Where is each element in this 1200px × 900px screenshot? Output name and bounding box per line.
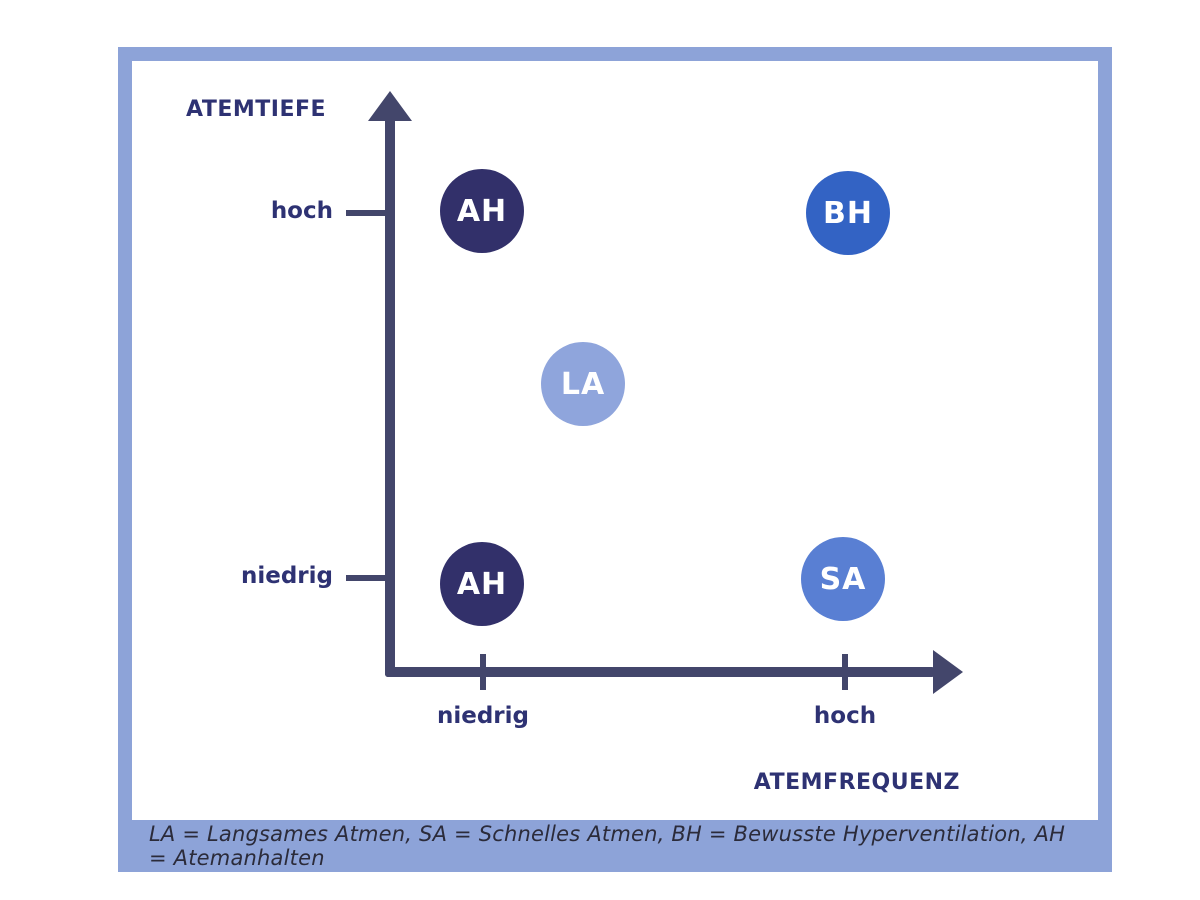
x-axis-title: ATEMFREQUENZ [753,770,960,795]
y-axis-line [385,115,395,677]
x-tick-niedrig [480,654,486,690]
x-axis-arrowhead [933,650,963,694]
data-point-label: LA [560,366,606,402]
x-tick-hoch [842,654,848,690]
data-point-sa: SA [801,537,885,621]
data-point-label: AH [456,566,508,602]
data-point-ah-bottom: AH [440,542,524,626]
y-tick-label-hoch: hoch [270,198,333,224]
x-tick-label-hoch: hoch [813,703,877,729]
data-point-label: BH [823,195,873,231]
y-tick-niedrig [346,575,388,581]
x-tick-label-niedrig: niedrig [436,703,529,729]
data-point-label: AH [456,193,508,229]
y-tick-label-niedrig: niedrig [240,563,333,589]
legend-note: LA = Langsames Atmen, SA = Schnelles Atm… [149,822,1066,870]
x-axis-line [385,667,935,677]
y-axis-title: ATEMTIEFE [186,97,327,122]
poster-frame: ATEMTIEFE ATEMFREQUENZ hoch niedrig nied… [118,47,1112,872]
data-point-ah-top: AH [440,169,524,253]
data-point-bh: BH [806,171,890,255]
data-point-label: SA [819,561,867,597]
legend-band: LA = Langsames Atmen, SA = Schnelles Atm… [132,820,1084,872]
y-axis-arrowhead [368,91,412,121]
y-tick-hoch [346,210,388,216]
data-point-la: LA [541,342,625,426]
chart-area: ATEMTIEFE ATEMFREQUENZ hoch niedrig nied… [132,61,1098,820]
